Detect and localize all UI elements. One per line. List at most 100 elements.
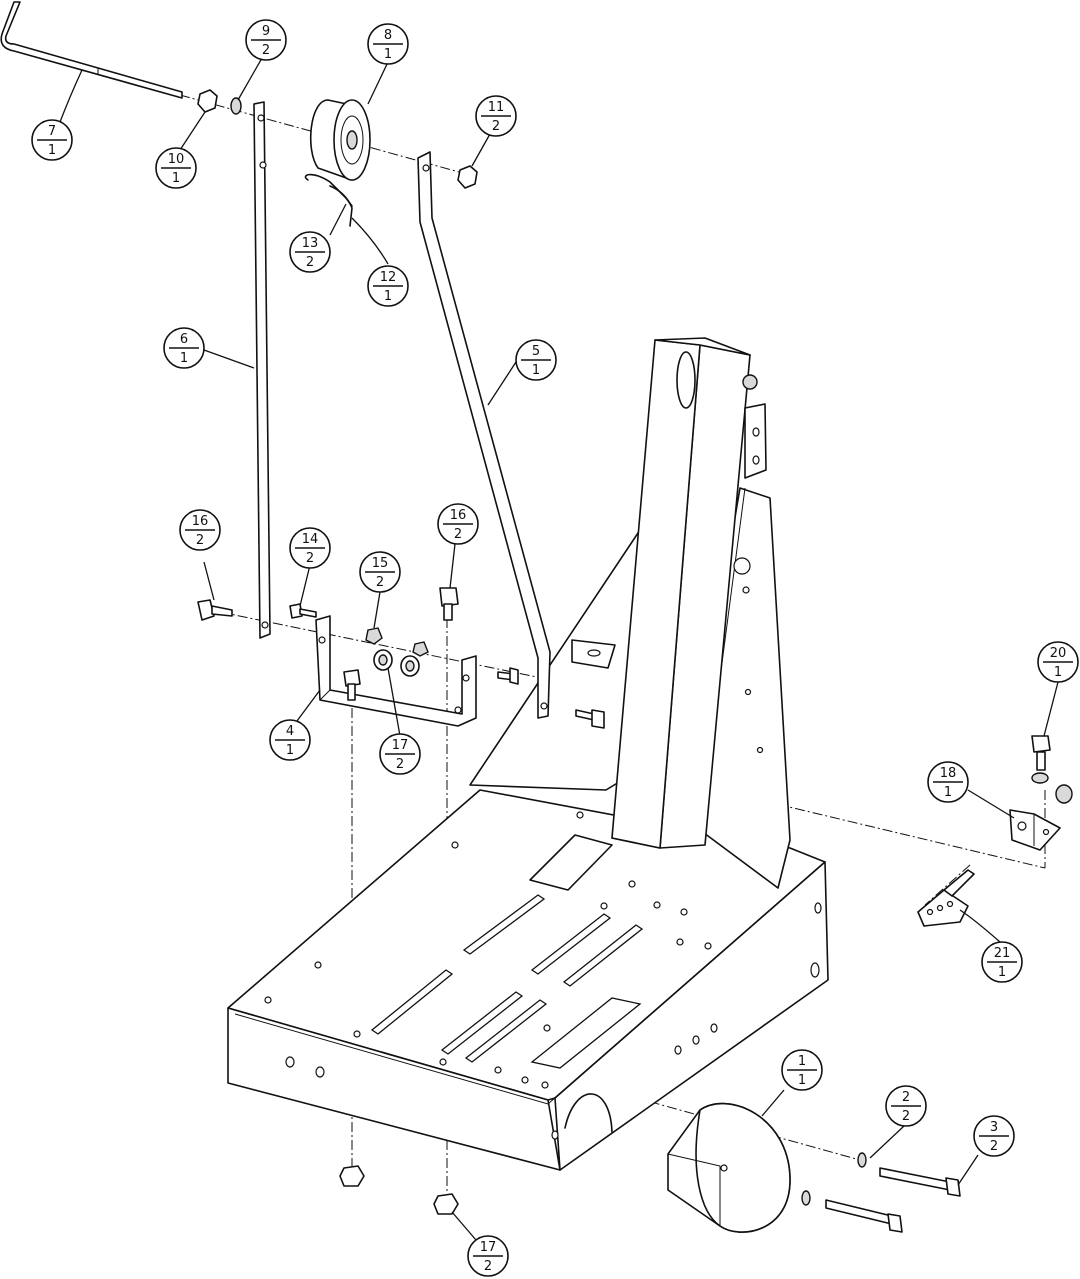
callout-item-17-top: 17 2: [379, 733, 421, 775]
callout-item-number: 3: [990, 1120, 998, 1135]
callout-qty: 2: [902, 1109, 910, 1124]
nut-item-15: [365, 627, 429, 657]
callout-item-3: 3 2: [973, 1115, 1015, 1157]
callout-item-number: 16: [192, 514, 209, 529]
callout-item-number: 2: [902, 1090, 910, 1105]
callout-item-7: 7 1: [31, 119, 73, 161]
callout-item-17-bottom: 17 2: [467, 1235, 509, 1277]
leader-lines: [59, 57, 1059, 1241]
nut-item-17-bottom: [339, 1165, 459, 1215]
base-holes: [264, 811, 822, 1140]
callout-item-number: 11: [488, 100, 505, 115]
callout-item-16-vertical: 16 2: [437, 503, 479, 545]
callout-item-number: 21: [994, 946, 1011, 961]
latch-item-21: [917, 869, 975, 927]
handle-rod: [0, 1, 183, 99]
callout-item-number: 8: [384, 28, 392, 43]
bolt-item-16-vertical: [439, 587, 459, 621]
callout-item-number: 13: [302, 236, 319, 251]
callout-qty: 2: [376, 575, 384, 590]
callout-item-number: 17: [392, 738, 409, 753]
callout-item-8: 8 1: [367, 23, 409, 65]
callout-item-number: 14: [302, 532, 319, 547]
wheel-item-8: [309, 99, 371, 181]
callout-item-14: 14 2: [289, 527, 331, 569]
callout-item-16-left: 16 2: [179, 509, 221, 551]
callout-item-number: 6: [180, 332, 188, 347]
bolt-item-3: [825, 1167, 961, 1233]
chassis-base: [227, 789, 829, 1171]
callout-item-number: 10: [168, 152, 185, 167]
callout-qty: 2: [492, 119, 500, 134]
nut-item-11: [457, 165, 478, 189]
callout-qty: 2: [196, 533, 204, 548]
bolt-item-20: [1031, 735, 1051, 771]
callout-item-number: 9: [262, 24, 270, 39]
callout-qty: 2: [484, 1259, 492, 1274]
callout-item-number: 15: [372, 556, 389, 571]
washer-item-2: [801, 1152, 867, 1206]
washer-item-9: [230, 97, 242, 115]
callout-item-number: 16: [450, 508, 467, 523]
callout-qty: 1: [532, 363, 540, 378]
callout-item-2: 2 2: [885, 1085, 927, 1127]
callout-qty: 2: [306, 255, 314, 270]
callout-item-15: 15 2: [359, 551, 401, 593]
callout-qty: 1: [180, 351, 188, 366]
callout-qty: 1: [944, 785, 952, 800]
callout-item-5: 5 1: [515, 339, 557, 381]
callout-qty: 2: [262, 43, 270, 58]
square-tube-post: [611, 337, 767, 849]
bolt-item-14: [289, 603, 317, 619]
bolt-right-small: [497, 667, 519, 685]
base-slots: [370, 834, 644, 1069]
callout-item-number: 17: [480, 1240, 497, 1255]
bolt-item-stud: [343, 669, 361, 701]
callout-item-number: 20: [1050, 646, 1067, 661]
flat-bar-item-6: [253, 101, 271, 639]
callout-qty: 1: [998, 965, 1006, 980]
callout-item-number: 7: [48, 124, 56, 139]
nut-item-17-top: [373, 649, 420, 677]
lanyard-item-12-13: [304, 173, 353, 227]
bracket-item-4: [315, 615, 477, 727]
callout-item-number: 1: [798, 1054, 806, 1069]
bolt-right-large: [575, 709, 605, 729]
callout-item-number: 12: [380, 270, 397, 285]
nut-item-10: [197, 89, 218, 113]
callout-item-10: 10 1: [155, 147, 197, 189]
callout-qty: 1: [798, 1073, 806, 1088]
callout-qty: 1: [384, 289, 392, 304]
callout-qty: 1: [384, 47, 392, 62]
callout-qty: 1: [48, 143, 56, 158]
callout-item-number: 18: [940, 766, 957, 781]
callout-qty: 2: [306, 551, 314, 566]
callout-item-number: 5: [532, 344, 540, 359]
wheel-cover-item-1: [667, 1102, 791, 1233]
washer-item-20: [1031, 772, 1073, 804]
callout-qty: 2: [454, 527, 462, 542]
callout-item-21: 21 1: [981, 941, 1023, 983]
callout-item-18: 18 1: [927, 761, 969, 803]
callout-item-11: 11 2: [475, 95, 517, 137]
callout-qty: 1: [1054, 665, 1062, 680]
callout-item-number: 4: [286, 724, 294, 739]
callout-item-6: 6 1: [163, 327, 205, 369]
bracket-item-18: [1009, 809, 1061, 851]
callout-qty: 2: [396, 757, 404, 772]
callout-item-12: 12 1: [367, 265, 409, 307]
callout-qty: 1: [286, 743, 294, 758]
callout-qty: 2: [990, 1139, 998, 1154]
bracket-clip: [571, 639, 616, 669]
callout-item-9: 9 2: [245, 19, 287, 61]
callout-item-20: 20 1: [1037, 641, 1079, 683]
callout-item-1: 1 1: [781, 1049, 823, 1091]
callout-qty: 1: [172, 171, 180, 186]
bolt-item-16-left: [197, 599, 233, 621]
callout-item-13: 13 2: [289, 231, 331, 273]
angled-bar-item-5: [417, 151, 551, 719]
callout-item-4: 4 1: [269, 719, 311, 761]
